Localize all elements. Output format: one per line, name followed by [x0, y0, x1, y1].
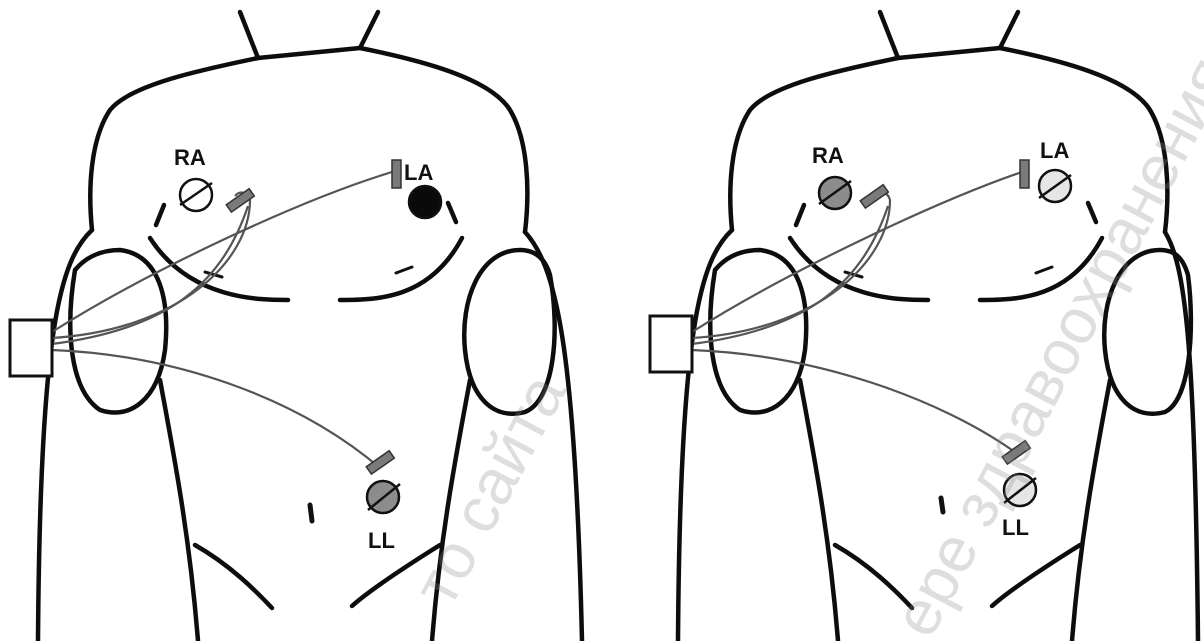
electrode-ra[interactable]	[819, 177, 888, 209]
lead-clip-ra	[860, 185, 888, 208]
ecg-monitor-box	[650, 316, 692, 372]
lead-wires	[52, 172, 392, 468]
label-ra: RA	[174, 145, 206, 170]
label-la: LA	[1040, 138, 1069, 163]
lead-clip-ll	[366, 451, 394, 474]
electrode-la[interactable]	[1020, 160, 1071, 202]
label-la: LA	[404, 160, 433, 185]
label-ra: RA	[812, 143, 844, 168]
watermark-text: то сайта	[399, 362, 580, 616]
lead-clip-la	[1020, 160, 1029, 188]
watermark-text: ере здравоохранения	[879, 45, 1204, 641]
label-ll: LL	[368, 528, 395, 553]
electrode-ra[interactable]	[180, 179, 254, 212]
lead-clip-la	[392, 160, 401, 188]
ecg-monitor-box	[10, 320, 52, 376]
